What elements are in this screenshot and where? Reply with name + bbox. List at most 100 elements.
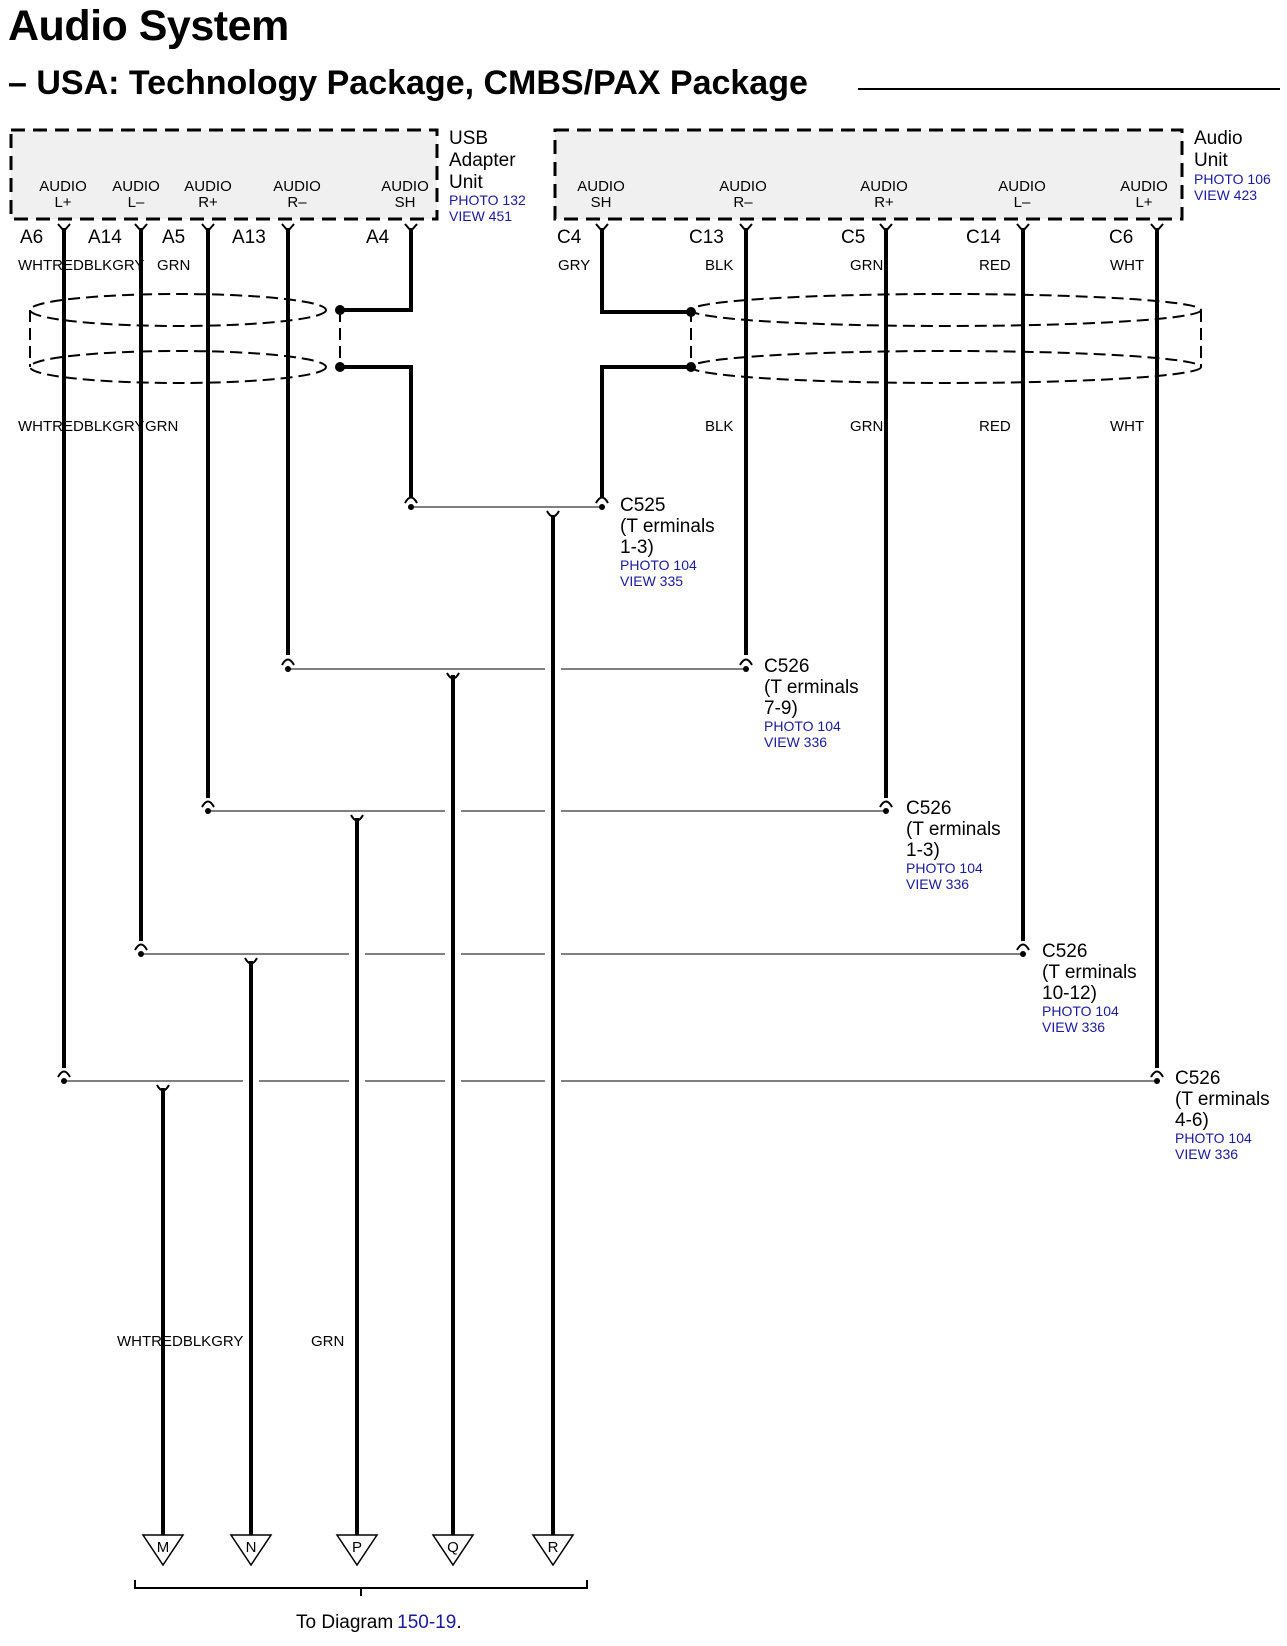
audio-pin-1-line2: SH: [591, 194, 612, 211]
usb-pin-2-line1: AUDIO: [112, 178, 160, 195]
audio-pin-2-line2: R–: [733, 194, 753, 211]
terminal-arc: [546, 510, 560, 518]
output-triangles: [141, 1534, 575, 1567]
junction-dot: [686, 362, 696, 372]
connector-labels: C525 (T erminals 1-3) PHOTO 104 VIEW 335…: [620, 495, 1270, 1162]
usb-unit-view-link[interactable]: VIEW 451: [449, 208, 512, 224]
junction-dot: [686, 307, 696, 317]
c526-a-terminals: (T erminals: [764, 677, 859, 698]
audio-shield-top: [690, 293, 1202, 327]
terminal-arrow: [739, 223, 753, 233]
wire-shield-drain-usb: [340, 365, 413, 497]
output-letter-r: R: [548, 1539, 559, 1556]
terminal-arc: [446, 672, 460, 680]
c526-a-range: 7-9): [764, 698, 798, 719]
audio-pin-number-c14: C14: [966, 227, 1001, 248]
c526-c-name: C526: [1042, 941, 1087, 962]
c525-view-link[interactable]: VIEW 335: [620, 573, 683, 589]
c526-b-name: C526: [906, 798, 951, 819]
terminal-arc: [879, 800, 893, 808]
usb-unit-name-3: Unit: [449, 172, 484, 193]
usb-top-color-2: RED: [52, 257, 84, 274]
terminal-arc: [404, 496, 418, 504]
usb-bottom-color-1: WHT: [18, 418, 52, 435]
terminal-arc: [134, 943, 148, 951]
c526-b-terminals: (T erminals: [906, 819, 1001, 840]
lower-color-3: BLK: [183, 1333, 211, 1350]
terminal-arrow: [404, 223, 418, 233]
audio-pin-5-line2: L+: [1135, 194, 1152, 211]
subtitle-text: USA: Technology Package, CMBS/PAX Packag…: [36, 64, 808, 102]
usb-bottom-color-3: BLK: [84, 418, 112, 435]
usb-pin-number-a13: A13: [232, 227, 266, 248]
terminal-arc: [350, 814, 364, 822]
c526-d-photo-link[interactable]: PHOTO 104: [1175, 1130, 1252, 1146]
usb-bottom-color-4: GRY: [112, 418, 144, 435]
lower-color-1: WHT: [117, 1333, 151, 1350]
audio-unit-box: [553, 128, 1184, 221]
c526-c-terminals: (T erminals: [1042, 962, 1137, 983]
lower-color-5: GRN: [311, 1333, 344, 1350]
output-letter-q: Q: [447, 1539, 459, 1556]
audio-bottom-color-1: BLK: [705, 418, 733, 435]
junction-dot: [335, 362, 345, 372]
footer-diagram-link[interactable]: 150-19: [397, 1612, 456, 1633]
c525-photo-link[interactable]: PHOTO 104: [620, 557, 697, 573]
terminal-arrow: [134, 223, 148, 233]
audio-unit-pins: AUDIO SH AUDIO R– AUDIO R+ AUDIO L– AUDI…: [577, 178, 1168, 211]
usb-bottom-color-5: GRN: [145, 418, 178, 435]
usb-shield-bottom: [29, 350, 327, 384]
output-bracket: [134, 1580, 588, 1596]
output-triangle-r[interactable]: [531, 1534, 575, 1567]
terminal-arrow: [595, 223, 609, 233]
usb-pin-number-a4: A4: [366, 227, 390, 248]
c526-a-photo-link[interactable]: PHOTO 104: [764, 718, 841, 734]
usb-shield-ellipses: [29, 293, 341, 384]
c526-b-view-link[interactable]: VIEW 336: [906, 876, 969, 892]
usb-pin-numbers: A6 A14 A5 A13 A4: [20, 227, 390, 248]
c526-d-view-link[interactable]: VIEW 336: [1175, 1146, 1238, 1162]
usb-pin-3-line2: R+: [198, 194, 218, 211]
output-triangle-p[interactable]: [335, 1534, 379, 1567]
output-triangle-q[interactable]: [431, 1534, 475, 1567]
usb-pin-1-line2: L+: [54, 194, 71, 211]
usb-pin-5-line1: AUDIO: [381, 178, 429, 195]
output-letter-m: M: [157, 1539, 170, 1556]
c526-a-view-link[interactable]: VIEW 336: [764, 734, 827, 750]
usb-pin-number-a14: A14: [88, 227, 122, 248]
audio-top-color-4: RED: [979, 257, 1011, 274]
usb-pin-2-line2: L–: [128, 194, 145, 211]
audio-unit-view-link[interactable]: VIEW 423: [1194, 187, 1257, 203]
c525-name: C525: [620, 495, 665, 516]
audio-unit-photo-link[interactable]: PHOTO 106: [1194, 171, 1271, 187]
c526-c-view-link[interactable]: VIEW 336: [1042, 1019, 1105, 1035]
output-triangle-m[interactable]: [141, 1534, 185, 1567]
output-letters: M N P Q R: [157, 1539, 559, 1556]
output-letter-p: P: [352, 1539, 362, 1556]
audio-pin-2-line1: AUDIO: [719, 178, 767, 195]
usb-unit-photo-link[interactable]: PHOTO 132: [449, 192, 526, 208]
c526-c-photo-link[interactable]: PHOTO 104: [1042, 1003, 1119, 1019]
usb-bottom-color-2: RED: [52, 418, 84, 435]
audio-pin-number-c6: C6: [1109, 227, 1133, 248]
c526-b-photo-link[interactable]: PHOTO 104: [906, 860, 983, 876]
usb-adapter-unit-box: [9, 128, 439, 221]
terminal-arrow: [1016, 223, 1030, 233]
c526-b-range: 1-3): [906, 840, 940, 861]
audio-top-color-1: GRY: [558, 257, 590, 274]
output-triangle-n[interactable]: [229, 1534, 273, 1567]
usb-unit-name-2: Adapter: [449, 150, 516, 171]
lower-wire-colors: WHTREDBLKGRY: [117, 1333, 243, 1350]
audio-pin-number-c5: C5: [841, 227, 865, 248]
terminal-arc: [156, 1084, 170, 1092]
usb-pin-number-a6: A6: [20, 227, 43, 248]
wire-color-labels: WHTREDBLKGRY GRN WHTREDBLKGRY GRN GRY BL…: [18, 257, 1144, 1350]
audio-shield-bottom: [690, 350, 1202, 384]
c525-terminals: (T erminals: [620, 516, 715, 537]
terminal-arrow: [281, 223, 295, 233]
terminal-arc: [1150, 1070, 1164, 1078]
audio-pin-4-line1: AUDIO: [998, 178, 1046, 195]
footer-suffix: .: [456, 1612, 461, 1633]
wires: [62, 228, 1159, 1535]
wire-c4-shield: [600, 228, 691, 314]
